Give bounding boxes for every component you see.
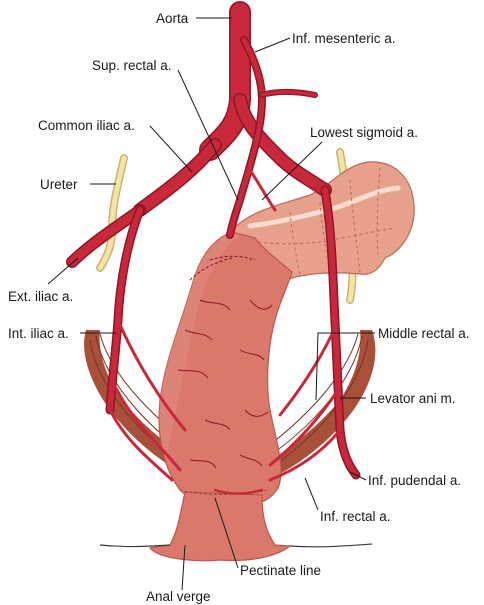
label-ext-iliac: Ext. iliac a. [8, 289, 73, 304]
label-levator-ani: Levator ani m. [370, 391, 456, 406]
label-aorta: Aorta [156, 11, 189, 26]
label-anal-verge: Anal verge [146, 589, 211, 604]
label-common-iliac: Common iliac a. [38, 118, 135, 133]
label-middle-rectal: Middle rectal a. [378, 326, 470, 341]
label-ureter: Ureter [40, 177, 78, 192]
label-inf-rectal: Inf. rectal a. [320, 509, 391, 524]
label-inf-pudendal: Inf. pudendal a. [368, 473, 461, 488]
label-inf-mesenteric: Inf. mesenteric a. [292, 31, 396, 46]
label-int-iliac: Int. iliac a. [8, 326, 69, 341]
label-lowest-sigmoid: Lowest sigmoid a. [310, 125, 418, 140]
label-pectinate-line: Pectinate line [240, 563, 321, 578]
label-sup-rectal: Sup. rectal a. [92, 58, 172, 73]
